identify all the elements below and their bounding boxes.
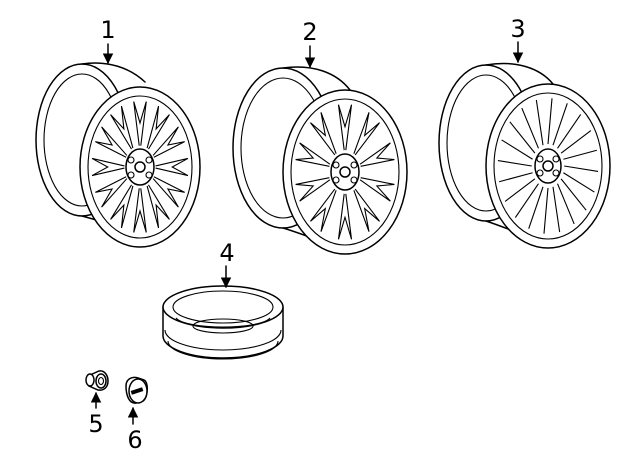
- spoke: [155, 157, 189, 177]
- spoke: [295, 142, 331, 167]
- spoke: [353, 112, 380, 156]
- wheel-1-spokes: [91, 101, 189, 233]
- spoke: [133, 101, 147, 146]
- spoke: [560, 178, 587, 211]
- spoke: [95, 126, 128, 158]
- spoke: [359, 142, 395, 167]
- spoke: [514, 183, 539, 218]
- spoke: [146, 105, 170, 150]
- callout-5: 5: [88, 410, 103, 438]
- spoke: [337, 193, 353, 240]
- wheel-3[interactable]: 3: [438, 15, 611, 249]
- callout-1: 1: [100, 16, 115, 44]
- spoke: [552, 186, 561, 233]
- spoke: [152, 176, 185, 208]
- spoke: [497, 160, 532, 167]
- spoke: [560, 130, 592, 154]
- spoke: [337, 104, 353, 151]
- callout-3: 3: [510, 15, 525, 43]
- callout-4: 4: [219, 239, 234, 267]
- callout-6: 6: [127, 426, 142, 454]
- wheel-3-spokes: [497, 98, 599, 234]
- spoke: [353, 188, 380, 232]
- wheel-1[interactable]: 1: [35, 16, 201, 248]
- spoke: [152, 126, 185, 158]
- spoke: [552, 103, 568, 146]
- spoke: [110, 105, 134, 150]
- spoke: [133, 188, 147, 233]
- spoke: [535, 99, 544, 146]
- spoke: [146, 184, 170, 229]
- spoke: [501, 139, 533, 160]
- wheel-3-face: [485, 83, 611, 249]
- spoke: [91, 157, 125, 177]
- spoke: [564, 165, 599, 172]
- spoke: [543, 187, 549, 234]
- spoke: [499, 172, 533, 183]
- valve-stem-5[interactable]: 5: [85, 370, 109, 438]
- wheel-2-face: [282, 89, 408, 255]
- spoke: [110, 184, 134, 229]
- spoke: [504, 178, 536, 202]
- spoke: [310, 112, 337, 156]
- center-cap-6[interactable]: 6: [125, 376, 148, 454]
- spoke: [310, 188, 337, 232]
- spoke: [295, 177, 331, 202]
- spoke: [509, 121, 536, 154]
- spoke: [563, 172, 595, 193]
- wheel-2-spokes: [295, 104, 395, 240]
- spoke: [557, 183, 575, 225]
- spoke: [95, 176, 128, 208]
- wheel-2[interactable]: 2: [232, 18, 408, 255]
- spoke: [563, 149, 597, 160]
- spoke: [528, 186, 544, 229]
- spoke: [547, 98, 553, 145]
- spoke: [557, 114, 582, 149]
- spare-wheel-4[interactable]: 4: [162, 239, 284, 360]
- spoke: [359, 177, 395, 202]
- callout-2: 2: [302, 18, 317, 46]
- spoke: [521, 107, 539, 149]
- wheel-1-face: [79, 86, 201, 248]
